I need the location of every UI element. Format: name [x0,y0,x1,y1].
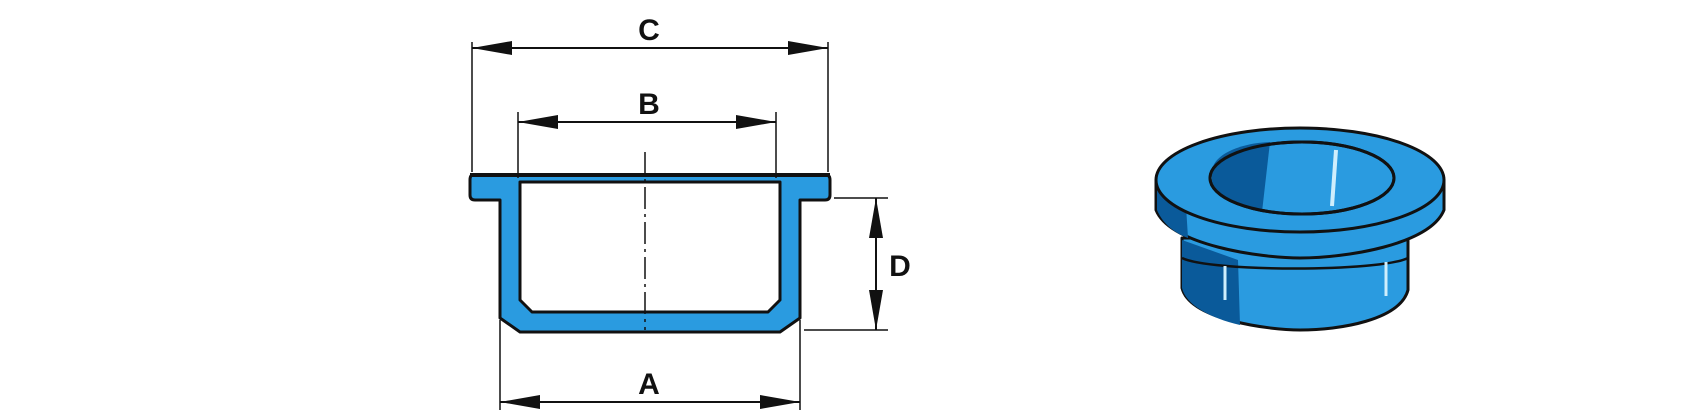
grommet-3d-illustration [1154,126,1446,332]
grommet-body-groove [1181,256,1409,270]
grommet-cross-section [468,152,832,334]
dimension-label-b: B [638,88,660,121]
dimension-label-c: C [638,14,660,47]
grommet-highlight-1 [1330,149,1338,207]
cross-section-wall [468,173,832,334]
dimension-label-d: D [889,250,911,283]
grommet-bore-outline [1208,140,1396,216]
grommet-bore-shadow [1212,142,1270,212]
dimension-lines [472,40,883,409]
cross-section-cavity [520,182,780,312]
dimension-label-a: A [638,368,660,401]
